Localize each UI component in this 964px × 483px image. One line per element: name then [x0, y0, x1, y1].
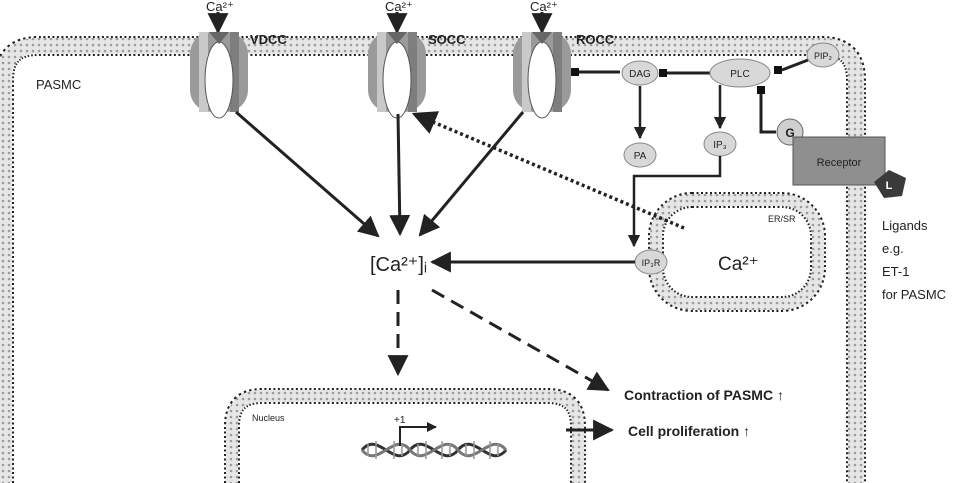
socc-to-ca-arrow: [389, 113, 411, 237]
receptor-box: [792, 136, 886, 186]
socc-channel: [368, 12, 426, 119]
plc-to-g-line: [759, 94, 776, 134]
dag-connector: [659, 69, 667, 77]
rocc-label: ROCC: [576, 32, 615, 47]
plc-connector: [774, 66, 782, 74]
rocc-ca-label: Ca²⁺: [530, 0, 558, 14]
contraction-label: Contraction of PASMC ↑: [624, 387, 784, 403]
vdcc-to-ca-arrow: [235, 110, 380, 238]
pa-label: PA: [634, 151, 647, 162]
rocc-channel: [513, 12, 571, 119]
nucleus-label: Nucleus: [252, 413, 285, 423]
ca-to-contraction-dashed-arrow: [431, 288, 610, 392]
ligands-line-2: e.g.: [882, 241, 904, 256]
plc-node: [709, 58, 771, 88]
er-sr-label: ER/SR: [768, 214, 796, 224]
dna-helix: [360, 441, 508, 459]
plus-one-label: +1: [394, 415, 406, 426]
ip3-label: IP₃: [713, 140, 727, 151]
transcription-start-arrow: [399, 422, 437, 446]
rocc-connector: [571, 68, 579, 76]
cell-label: PASMC: [36, 77, 81, 92]
ligand-shape: [874, 170, 906, 198]
nucleus-envelope: [224, 388, 586, 483]
ligands-line-3: ET-1: [882, 264, 909, 279]
dag-node: [621, 60, 659, 86]
ligands-line-4: for PASMC: [882, 287, 946, 302]
plc-label: PLC: [730, 69, 749, 80]
ligands-line-1: Ligands: [882, 218, 928, 233]
ip3r-label: IP₃R: [642, 258, 661, 268]
pip2-node: [806, 42, 840, 68]
g-connector: [757, 86, 765, 94]
pip2-label: PIP₂: [814, 51, 833, 61]
ca-store-label: Ca²⁺: [718, 254, 759, 275]
ip3-to-ip3r-arrow: [627, 156, 722, 248]
ligand-label: L: [886, 180, 893, 192]
vdcc-ca-label: Ca²⁺: [206, 0, 234, 14]
socc-ca-label: Ca²⁺: [385, 0, 413, 14]
ca-i-label: [Ca²⁺]ᵢ: [370, 254, 427, 276]
proliferation-label: Cell proliferation ↑: [628, 423, 750, 439]
rocc-to-ca-arrow: [418, 111, 525, 237]
plc-to-pip2-line: [781, 58, 809, 72]
plasma-membrane: [0, 36, 866, 483]
er-to-socc-dotted-arrow: [411, 111, 685, 230]
receptor-label: Receptor: [817, 157, 862, 169]
dag-label: DAG: [629, 69, 651, 80]
socc-label: SOCC: [428, 32, 466, 47]
g-protein-label: G: [785, 126, 794, 140]
vdcc-label: VDCC: [250, 32, 287, 47]
pa-node: [623, 142, 657, 168]
vdcc-channel: [190, 12, 248, 119]
